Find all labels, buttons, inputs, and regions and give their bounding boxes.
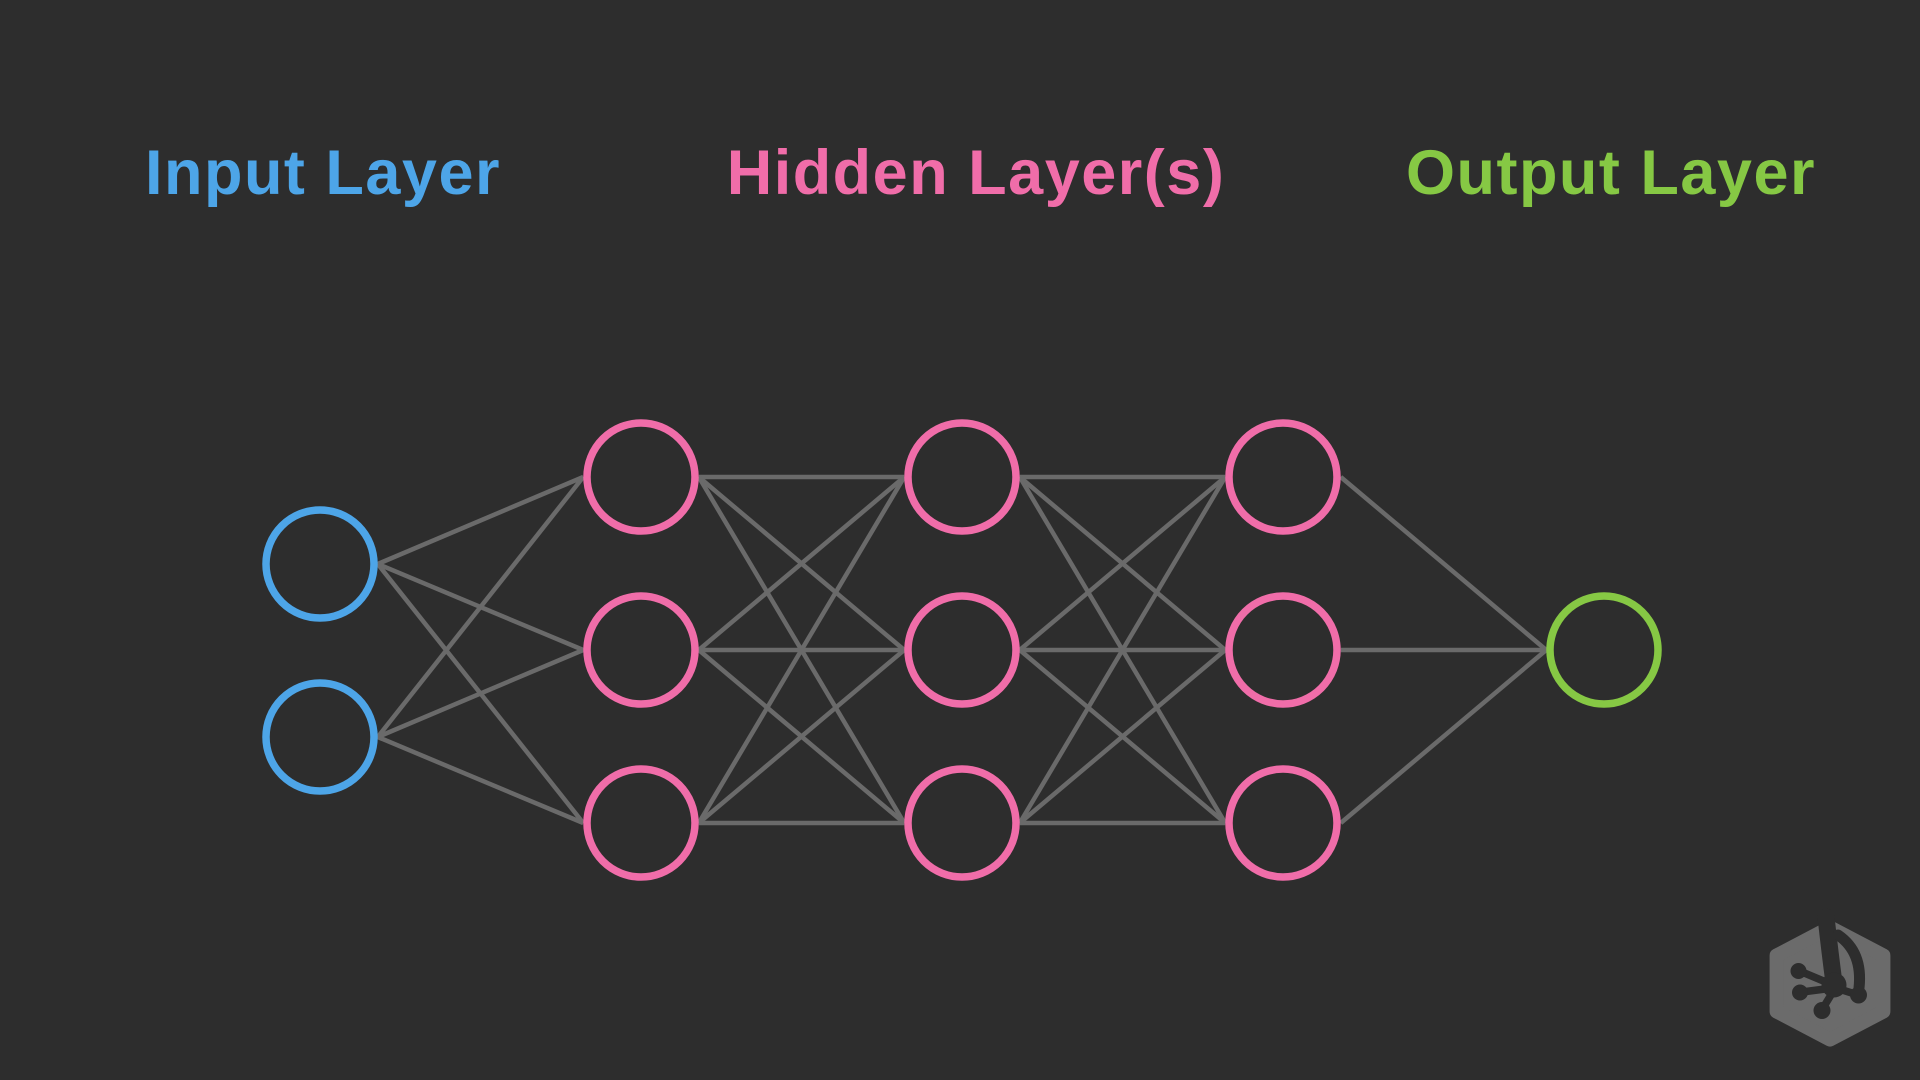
hidden-layer-1-node [583,419,699,535]
logo-foot-pads [1790,963,1867,1019]
hidden-layer-2-node [904,765,1020,881]
hidden-layer-2-node [904,592,1020,708]
output-layer-node [1546,592,1662,708]
network-edges [375,474,1548,826]
network-edge [1018,475,1227,652]
frog-foot-logo-icon [1769,908,1891,1047]
hidden-layer-3-node [1225,592,1341,708]
network-edge [697,475,906,652]
hidden-layer-3-node [1225,765,1341,881]
output-layer-heading: Output Layer [1405,138,1817,208]
hidden-layer-1-node [583,592,699,708]
input-layer-node [262,679,378,795]
hidden-layer-2-node [904,419,1020,535]
hidden-layer-heading: Hidden Layer(s) [726,138,1226,208]
network-edge [376,474,585,567]
network-edge [697,648,906,825]
network-edge [376,734,585,826]
input-layer-heading: Input Layer [144,138,502,208]
network-edge [376,647,585,740]
network-edge [375,475,586,739]
network-edge [696,475,907,825]
network-edge [1339,475,1548,652]
logo-frog-foot [1790,908,1867,1019]
input-layer-node [262,506,378,622]
network-edge [1339,648,1548,825]
hidden-layer-3-node [1225,419,1341,535]
network-edge [1018,648,1227,825]
hidden-layer-1-node [583,765,699,881]
network-nodes [262,419,1662,881]
network-edge [1017,475,1228,825]
